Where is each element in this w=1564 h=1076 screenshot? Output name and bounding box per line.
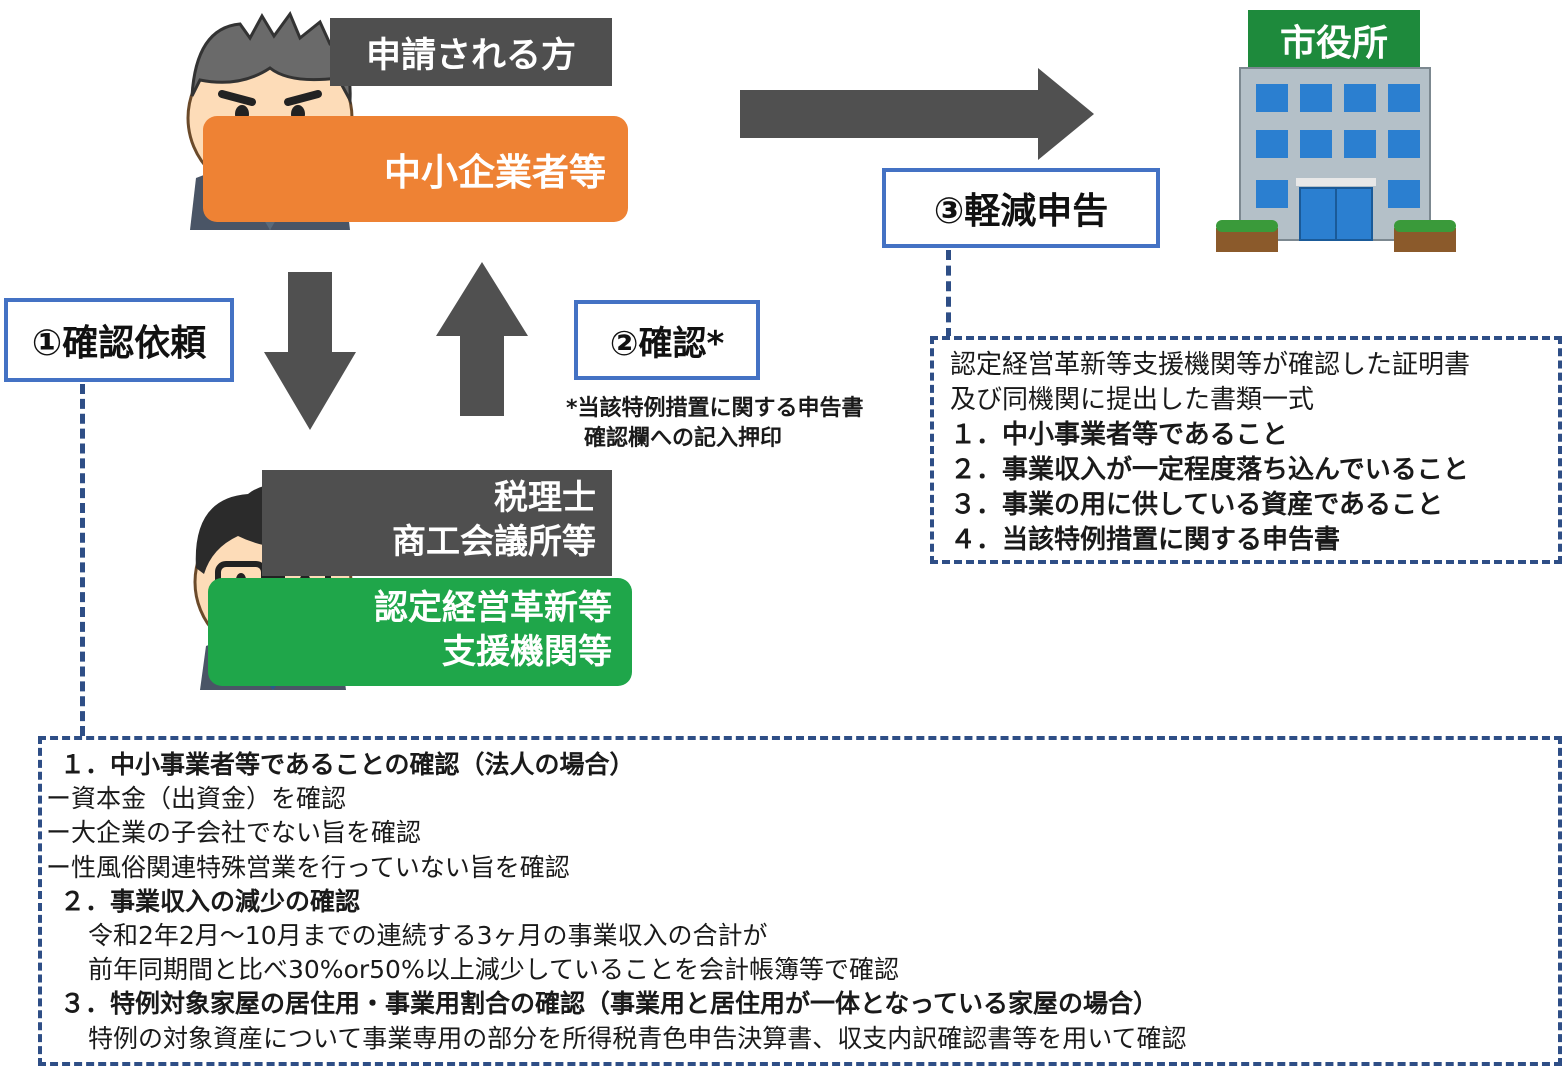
step2-note-2: 確認欄への記入押印 [584, 426, 783, 451]
step1-text: ①確認依頼 [31, 323, 207, 364]
applicant-name-label: 中小企業者等 [203, 116, 628, 222]
step2-text: ②確認* [609, 323, 725, 364]
documents-intro-2: 及び同機関に提出した書類一式 [950, 385, 1315, 415]
supporter-name-line1: 認定経営革新等 [374, 588, 612, 628]
right-arrow [740, 68, 1094, 160]
down-arrow [264, 272, 356, 430]
supporter-name-line2: 支援機関等 [442, 632, 612, 672]
step3-label: ③軽減申告 [882, 168, 1160, 248]
city-office-sign: 市役所 [1248, 12, 1420, 68]
confirm-item-business-type: ー性風俗関連特殊営業を行っていない旨を確認 [46, 852, 570, 882]
confirm-item-capital: ー資本金（出資金）を確認 [46, 784, 347, 814]
documents-item-4: ４．当該特例措置に関する申告書 [950, 525, 1341, 555]
documents-box: 認定経営革新等支援機関等が確認した証明書 及び同機関に提出した書類一式 １．中小… [930, 336, 1562, 564]
confirm-section-2: ２．事業収入の減少の確認 [60, 886, 361, 916]
up-arrow [436, 262, 528, 416]
confirm-item-subsidiary: ー大企業の子会社でない旨を確認 [46, 818, 422, 848]
supporter-role-label: 税理士 商工会議所等 [262, 470, 612, 576]
step2-note-1: *当該特例措置に関する申告書 [566, 396, 864, 421]
confirmation-box: １．中小事業者等であることの確認（法人の場合） ー資本金（出資金）を確認 ー大企… [38, 736, 1562, 1066]
applicant-role-label: 申請される方 [330, 18, 612, 86]
step3-text: ③軽減申告 [933, 191, 1109, 232]
documents-item-1: １．中小事業者等であること [950, 420, 1288, 450]
applicant-role-text: 申請される方 [365, 35, 576, 76]
confirm-section-3: ３．特例対象家屋の居住用・事業用割合の確認（事業用と居住用が一体となっている家屋… [60, 989, 1159, 1019]
step2-label: ②確認* [574, 300, 760, 380]
supporter-role-line1: 税理士 [494, 478, 596, 518]
step1-label: ①確認依頼 [4, 298, 234, 382]
supporter-role-line2: 商工会議所等 [392, 522, 596, 562]
documents-item-2: ２．事業収入が一定程度落ち込んでいること [950, 455, 1469, 485]
confirm-revenue-line2: 前年同期間と比べ30%or50%以上減少していることを会計帳簿等で確認 [88, 955, 899, 985]
city-office-building [1216, 10, 1456, 252]
confirm-section-1: １．中小事業者等であることの確認（法人の場合） [60, 750, 635, 779]
city-office-sign-text: 市役所 [1279, 23, 1388, 64]
confirm-revenue-line1: 令和2年2月～10月までの連続する3ヶ月の事業収入の合計が [88, 921, 768, 951]
step1-connector [80, 384, 85, 736]
step3-connector [946, 250, 951, 338]
documents-intro-1: 認定経営革新等支援機関等が確認した証明書 [950, 350, 1471, 380]
confirm-asset-line: 特例の対象資産について事業専用の部分を所得税青色申告決算書、収支内訳確認書等を用… [88, 1023, 1187, 1053]
documents-item-3: ３．事業の用に供している資産であること [950, 490, 1443, 520]
supporter-name-label: 認定経営革新等 支援機関等 [208, 578, 632, 686]
applicant-name-text: 中小企業者等 [384, 151, 606, 194]
